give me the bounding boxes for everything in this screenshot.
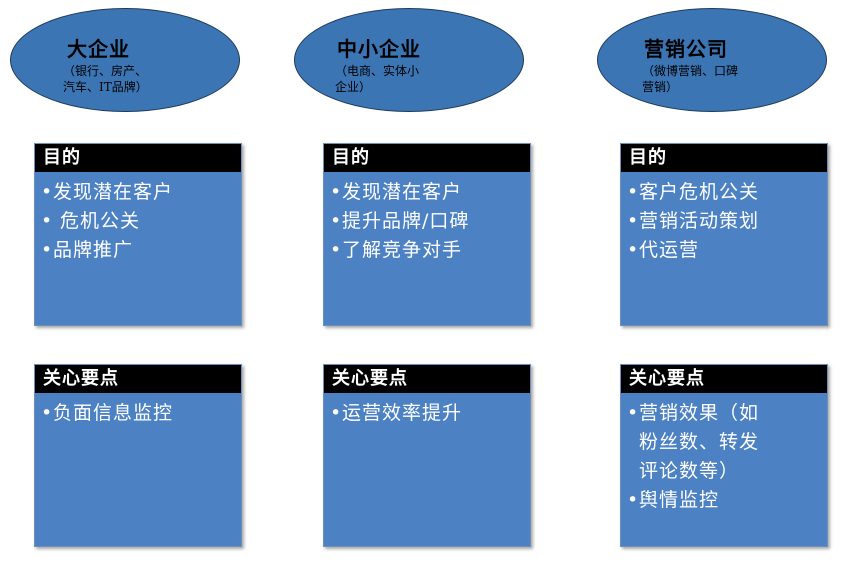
concerns-header: 关心要点	[35, 365, 241, 393]
list-item: 客户危机公关	[627, 178, 823, 207]
segment-marketing-company-ellipse: 营销公司 （微博营销、口碑 营销）	[597, 8, 827, 112]
segment-title: 中小企业	[337, 37, 421, 61]
concerns-box: 关心要点 运营效率提升	[323, 364, 531, 547]
segment-subtitle: （电商、实体小 企业）	[335, 64, 420, 94]
list-item: 危机公关	[41, 207, 237, 236]
list-item: 营销效果（如 粉丝数、转发 评论数等）	[627, 399, 823, 486]
segment-title: 营销公司	[644, 37, 728, 61]
concerns-header: 关心要点	[324, 365, 530, 393]
segment-subtitle: （银行、房产、 汽车、IT品牌）	[63, 64, 148, 94]
concerns-header: 关心要点	[621, 365, 827, 393]
list-item: 了解竞争对手	[330, 236, 526, 265]
list-item: 代运营	[627, 236, 823, 265]
concerns-box: 关心要点 负面信息监控	[34, 364, 242, 547]
list-item: 品牌推广	[41, 236, 237, 265]
concerns-list: 运营效率提升	[330, 399, 526, 428]
list-item: 营销活动策划	[627, 207, 823, 236]
list-item: 舆情监控	[627, 486, 823, 515]
list-item: 发现潜在客户	[330, 178, 526, 207]
purpose-list: 客户危机公关 营销活动策划 代运营	[627, 178, 823, 265]
purpose-box: 目的 客户危机公关 营销活动策划 代运营	[620, 143, 828, 326]
segment-large-enterprise-ellipse: 大企业 （银行、房产、 汽车、IT品牌）	[10, 8, 240, 112]
list-item: 发现潜在客户	[41, 178, 237, 207]
purpose-box: 目的 发现潜在客户 提升品牌/口碑 了解竞争对手	[323, 143, 531, 326]
purpose-box: 目的 发现潜在客户 危机公关 品牌推广	[34, 143, 242, 326]
purpose-list: 发现潜在客户 提升品牌/口碑 了解竞争对手	[330, 178, 526, 265]
purpose-header: 目的	[621, 144, 827, 172]
list-item: 负面信息监控	[41, 399, 237, 428]
purpose-list: 发现潜在客户 危机公关 品牌推广	[41, 178, 237, 265]
concerns-list: 营销效果（如 粉丝数、转发 评论数等） 舆情监控	[627, 399, 823, 515]
segment-subtitle: （微博营销、口碑 营销）	[642, 64, 739, 94]
concerns-list: 负面信息监控	[41, 399, 237, 428]
segment-sme-ellipse: 中小企业 （电商、实体小 企业）	[294, 8, 524, 112]
list-item: 提升品牌/口碑	[330, 207, 526, 236]
purpose-header: 目的	[324, 144, 530, 172]
concerns-box: 关心要点 营销效果（如 粉丝数、转发 评论数等） 舆情监控	[620, 364, 828, 547]
list-item: 运营效率提升	[330, 399, 526, 428]
purpose-header: 目的	[35, 144, 241, 172]
segment-title: 大企业	[67, 37, 130, 61]
